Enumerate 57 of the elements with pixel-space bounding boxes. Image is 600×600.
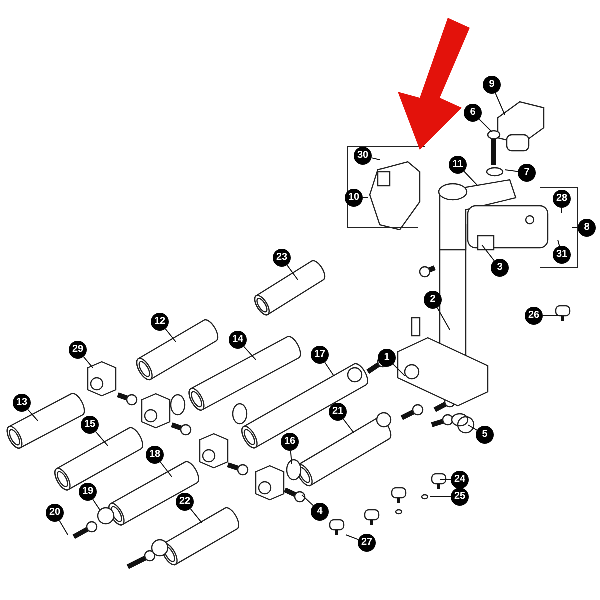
leader-line	[468, 424, 478, 431]
callout-number: 19	[79, 483, 97, 501]
leader-line	[342, 418, 354, 434]
callout-number: 1	[378, 349, 396, 367]
callout-number: 14	[229, 331, 247, 349]
leader-line	[92, 499, 100, 510]
callout-number: 23	[273, 249, 291, 267]
leader-line	[59, 520, 68, 536]
callout-number: 12	[151, 313, 169, 331]
callout-number: 29	[69, 341, 87, 359]
callout-number: 28	[553, 190, 571, 208]
leader-line	[392, 364, 406, 376]
leader-line	[371, 158, 380, 160]
callout-number: 8	[578, 219, 596, 237]
leader-line	[436, 307, 450, 330]
leader-line	[482, 244, 495, 262]
callout-number: 11	[449, 156, 467, 174]
callout-number: 22	[176, 493, 194, 511]
leader-line	[83, 356, 94, 368]
callout-number: 16	[281, 433, 299, 451]
callout-number: 9	[483, 76, 501, 94]
callout-number: 4	[311, 503, 329, 521]
callout-number: 18	[146, 446, 164, 464]
leader-line	[324, 362, 334, 376]
leader-line	[244, 346, 256, 360]
leader-line	[290, 450, 292, 464]
leader-line	[165, 328, 176, 342]
leader-line	[27, 409, 38, 422]
callout-number: 17	[311, 346, 329, 364]
callout-number: 3	[491, 259, 509, 277]
leader-line	[160, 462, 172, 478]
callout-number: 25	[451, 488, 469, 506]
leader-line	[430, 496, 452, 498]
leader-line	[302, 494, 314, 506]
leader-line	[346, 534, 360, 540]
leader-line	[190, 508, 202, 524]
leader-line	[464, 171, 478, 186]
callout-number: 30	[354, 147, 372, 165]
callout-number: 10	[345, 189, 363, 207]
leader-line	[478, 118, 492, 132]
leader-line	[95, 431, 108, 446]
leader-line	[558, 240, 560, 247]
leader-line	[504, 170, 519, 172]
callout-number: 24	[451, 471, 469, 489]
callout-number: 6	[464, 104, 482, 122]
callout-number: 5	[476, 426, 494, 444]
callout-number: 20	[46, 504, 64, 522]
callout-number: 2	[424, 291, 442, 309]
callout-number: 15	[81, 416, 99, 434]
leader-line	[286, 264, 298, 280]
callout-number: 31	[553, 246, 571, 264]
callout-number: 26	[525, 307, 543, 325]
callout-number: 27	[358, 534, 376, 552]
callout-number: 13	[13, 394, 31, 412]
callout-number: 21	[329, 403, 347, 421]
callout-number: 7	[518, 164, 536, 182]
leader-line	[495, 92, 506, 116]
